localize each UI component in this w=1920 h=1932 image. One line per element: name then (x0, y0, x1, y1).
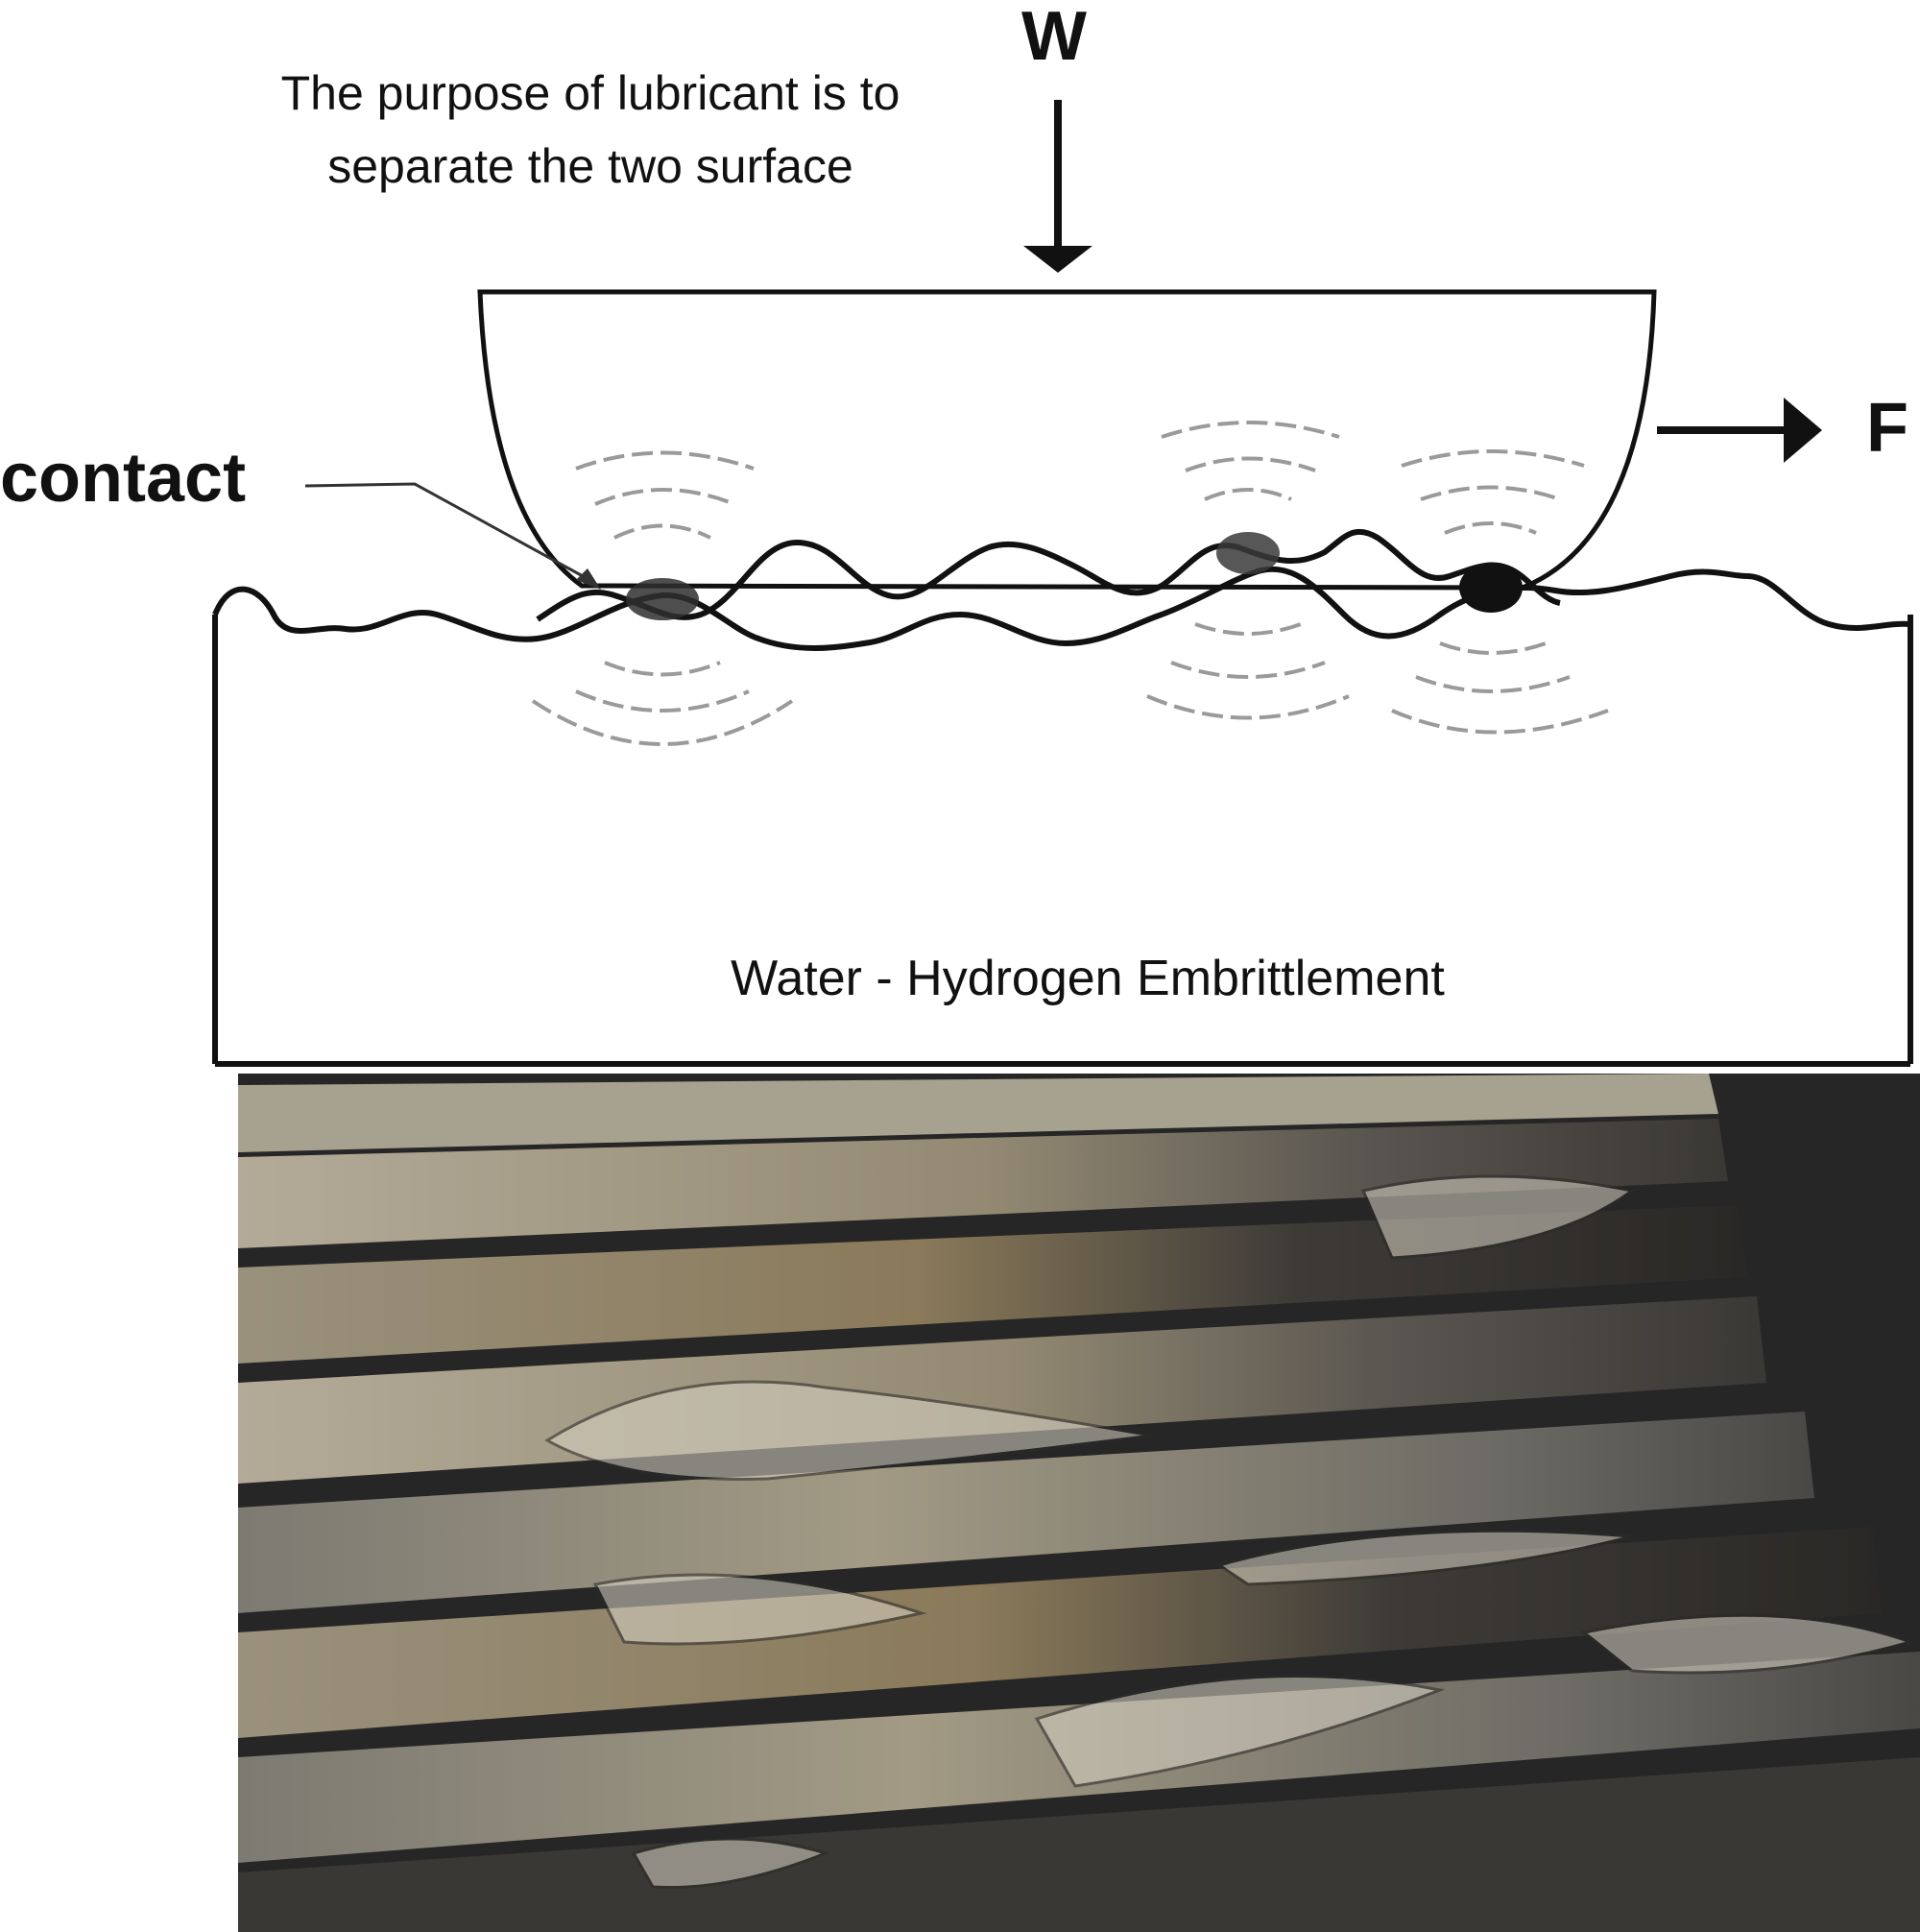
stress-waves (531, 421, 1609, 746)
contact-spot-2 (1216, 532, 1280, 574)
contact-spot-3 (1459, 563, 1523, 613)
upper-surface-profile (536, 528, 1561, 622)
lower-surface-profile (212, 566, 1911, 651)
photo-caption: Water - Hydrogen Embrittlement (731, 951, 1445, 1006)
caption-line-1: The purpose of lubricant is to (281, 66, 900, 120)
damaged-gear-teeth-photo (238, 1074, 1920, 1932)
force-arrow (1657, 398, 1822, 463)
force-label: F (1866, 390, 1908, 467)
contact-spot-1 (626, 578, 699, 620)
load-arrow (1023, 100, 1092, 273)
upper-body (477, 289, 1657, 591)
load-label: W (1021, 0, 1087, 75)
contact-leader (304, 482, 601, 590)
caption-line-2: separate the two surface (327, 139, 853, 193)
contact-label: contact (0, 440, 246, 517)
lower-body (212, 615, 1913, 1067)
